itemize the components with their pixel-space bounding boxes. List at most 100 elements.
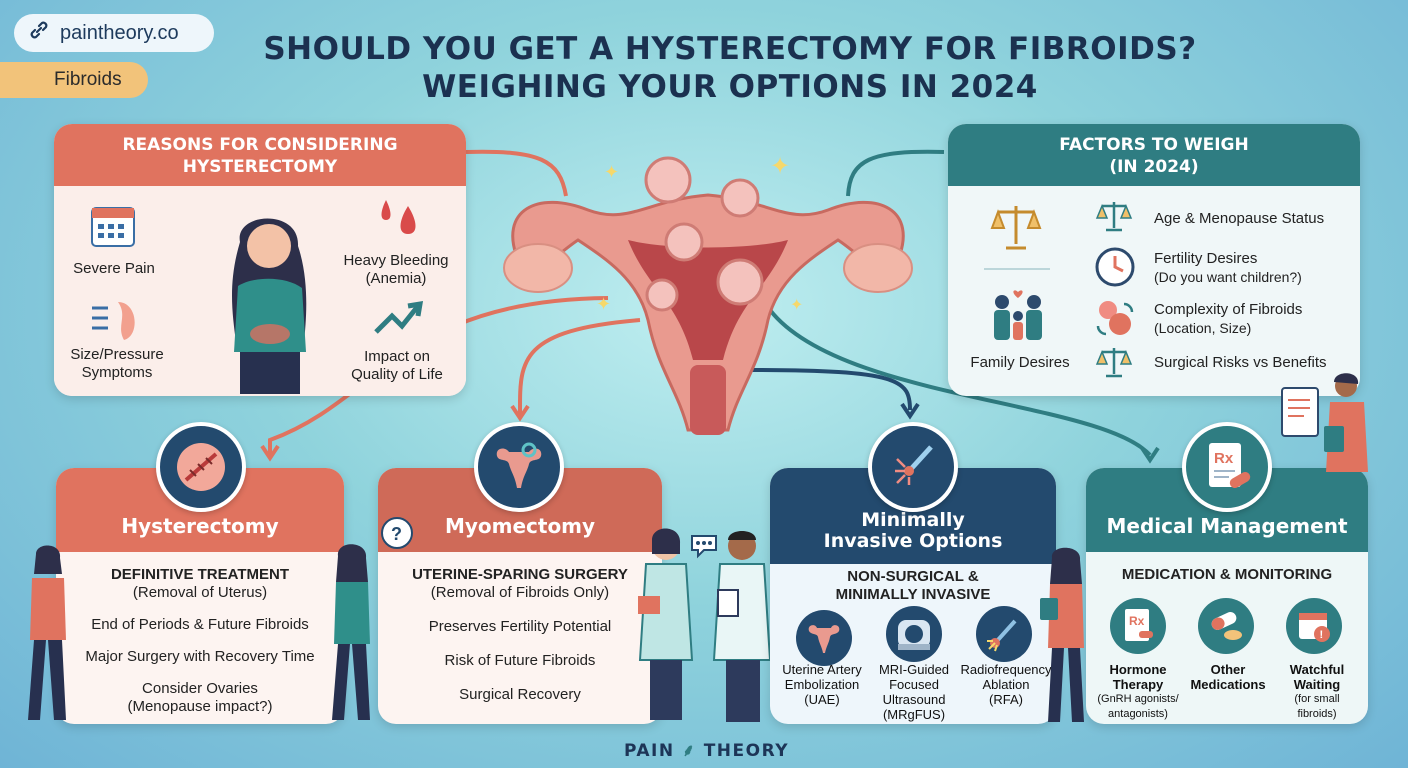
svg-text:✦: ✦ (770, 153, 790, 180)
thinking-woman-middle-illustration (326, 540, 376, 731)
hormone-label: Hormone Therapy (GnRH agonists/ antagoni… (1092, 662, 1184, 722)
brand-left: PAIN (624, 741, 675, 761)
factor-risks: Surgical Risks vs Benefits (1154, 354, 1327, 371)
mri-icon (886, 606, 942, 662)
family-icon (988, 288, 1048, 349)
clock-icon (1094, 246, 1136, 293)
complexity-sub: (Location, Size) (1154, 320, 1252, 336)
factors-title-line-1: FACTORS TO WEIGH (1059, 135, 1249, 155)
svg-text:Rx: Rx (1214, 450, 1234, 467)
size-line-1: Size/Pressure (70, 346, 164, 363)
reasons-header: REASONS FOR CONSIDERING HYSTERECTOMY (54, 124, 466, 186)
factor-complexity: Complexity of Fibroids (Location, Size) (1154, 301, 1302, 337)
site-pill[interactable]: paintheory.co (14, 14, 214, 52)
myomectomy-card: Myomectomy UTERINE-SPARING SURGERY (Remo… (378, 468, 662, 724)
rfa-line-1: Radiofrequency (960, 662, 1052, 677)
blood-drops-icon (376, 196, 424, 245)
hysterectomy-heading-sub: (Removal of Uterus) (132, 584, 268, 601)
fertility-label: Fertility Desires (1154, 250, 1258, 267)
hormone-line-4: antagonists) (1108, 708, 1168, 720)
woman-with-tablet-illustration (1036, 544, 1096, 731)
brand-right: THEORY (703, 741, 790, 761)
medical-management-card: Medical Management MEDICATION & MONITORI… (1086, 468, 1368, 724)
myomectomy-point-1: Preserves Fertility Potential (428, 618, 612, 635)
woman-with-clipboard-illustration (1280, 372, 1370, 477)
uae-line-3: (UAE) (804, 692, 840, 707)
rfa-label: Radiofrequency Ablation (RFA) (956, 662, 1056, 707)
size-line-2: Symptoms (81, 364, 153, 381)
calendar-icon (88, 200, 138, 255)
svg-text:✦: ✦ (604, 162, 619, 182)
other-meds-label: Other Medications (1182, 662, 1274, 692)
thinking-woman-left-illustration (22, 540, 72, 731)
reason-heavy-bleeding: Heavy Bleeding (Anemia) (328, 252, 464, 288)
mrgfus-line-2: Focused (889, 677, 939, 692)
factor-family: Family Desires (970, 354, 1070, 371)
factor-age: Age & Menopause Status (1154, 210, 1325, 227)
bleeding-line-2: (Anemia) (365, 270, 427, 287)
myomectomy-heading: UTERINE-SPARING SURGERY (412, 566, 628, 583)
watchful-line-3: (for small (1294, 693, 1340, 705)
title-line-2: WEIGHING YOUR OPTIONS IN 2024 (422, 69, 1038, 105)
minimally-title-line-2: Invasive Options (823, 530, 1003, 552)
mrgfus-line-3: Ultrasound (882, 692, 946, 707)
trend-arrow-icon (372, 298, 424, 343)
factors-title-line-2: (IN 2024) (1109, 157, 1199, 177)
bleeding-line-1: Heavy Bleeding (343, 252, 449, 269)
minimally-heading-line-1: NON-SURGICAL & (847, 568, 979, 585)
mrgfus-line-4: (MRgFUS) (882, 707, 946, 722)
minimally-heading-line-2: MINIMALLY INVASIVE (835, 586, 991, 603)
impact-line-2: Quality of Life (351, 366, 443, 383)
svg-text:✦: ✦ (790, 297, 803, 314)
pressure-icon (88, 296, 144, 349)
reason-severe-pain: Severe Pain (73, 260, 155, 277)
feather-icon: ⸙ (682, 741, 697, 761)
other-line-2: Medications (1190, 677, 1266, 692)
incision-icon (156, 422, 246, 512)
svg-text:!: ! (1320, 629, 1324, 641)
hormone-line-3: (GnRH agonists/ (1097, 693, 1179, 705)
uterus-target-icon (474, 422, 564, 512)
factor-divider (984, 268, 1050, 270)
reasons-card: REASONS FOR CONSIDERING HYSTERECTOMY Sev… (54, 124, 466, 396)
minimally-title-line-1: Minimally (861, 509, 965, 531)
uae-line-2: Embolization (784, 677, 860, 692)
hysterectomy-heading: DEFINITIVE TREATMENT (110, 566, 290, 583)
hormone-line-2: Therapy (1112, 677, 1164, 692)
pills-icon (1198, 598, 1254, 654)
myomectomy-point-3: Surgical Recovery (459, 686, 581, 703)
fertility-sub: (Do you want children?) (1154, 269, 1302, 285)
uae-icon (796, 610, 852, 666)
medical-heading: MEDICATION & MONITORING (1121, 566, 1333, 583)
laser-icon (868, 422, 958, 512)
fibroid-cells-icon (1094, 298, 1138, 343)
rx-document-icon: Rx (1182, 422, 1272, 512)
site-label: paintheory.co (60, 21, 179, 44)
myomectomy-heading-sub: (Removal of Fibroids Only) (430, 584, 610, 601)
page-title: SHOULD YOU GET A HYSTERECTOMY FOR FIBROI… (230, 30, 1230, 106)
myomectomy-point-2: Risk of Future Fibroids (444, 652, 596, 669)
prescription-icon: Rx (1110, 598, 1166, 654)
watchful-calendar-icon: ! (1286, 598, 1342, 654)
watchful-line-1: Watchful (1289, 662, 1345, 677)
category-tag[interactable]: Fibroids (0, 62, 148, 98)
hormone-line-1: Hormone (1109, 662, 1167, 677)
other-line-1: Other (1210, 662, 1246, 677)
reasons-title-line-1: REASONS FOR CONSIDERING (122, 135, 398, 155)
reasons-title-line-2: HYSTERECTOMY (182, 157, 338, 177)
brand-footer: PAIN ⸙ THEORY (624, 738, 789, 761)
complexity-label: Complexity of Fibroids (1154, 301, 1303, 318)
svg-text:✦: ✦ (596, 294, 611, 314)
mrgfus-label: MRI-Guided Focused Ultrasound (MRgFUS) (868, 662, 960, 722)
reason-quality-of-life: Impact on Quality of Life (334, 348, 460, 384)
hysterectomy-point-2: Major Surgery with Recovery Time (85, 648, 315, 665)
risk-scales-icon (1094, 344, 1134, 385)
uae-label: Uterine Artery Embolization (UAE) (772, 662, 872, 707)
rfa-line-3: (RFA) (989, 692, 1023, 707)
watchful-label: Watchful Waiting (for small fibroids) (1272, 662, 1362, 722)
tag-label: Fibroids (54, 69, 122, 90)
watchful-line-2: Waiting (1293, 677, 1341, 692)
age-scales-icon (1094, 198, 1134, 239)
hysterectomy-point-1: End of Periods & Future Fibroids (91, 616, 309, 633)
factor-fertility: Fertility Desires (Do you want children?… (1154, 250, 1302, 286)
